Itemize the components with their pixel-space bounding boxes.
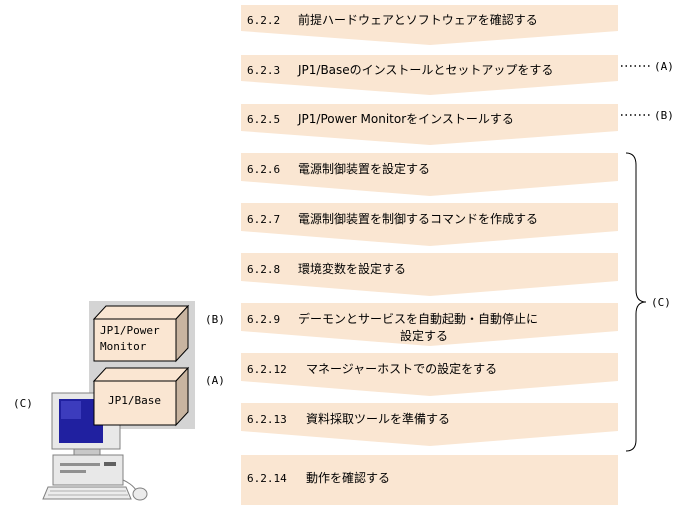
svg-text:6.2.9: 6.2.9 [247, 313, 280, 326]
svg-text:6.2.8: 6.2.8 [247, 263, 280, 276]
step-7-text: デーモンとサービスを自動起動・自動停止に [298, 311, 538, 326]
step-3-text: JP1/Power Monitorをインストールする [297, 112, 514, 126]
svg-text:6.2.12: 6.2.12 [247, 363, 287, 376]
annotation-a-label: (A) [654, 60, 674, 73]
step-shape-9 [241, 403, 618, 446]
step-7-number: 6.2.9 [247, 313, 280, 326]
computer-label-c: (C) [13, 397, 33, 410]
step-1-number: 6.2.2 [247, 14, 280, 27]
step-4-number: 6.2.6 [247, 163, 280, 176]
step-8-number: 6.2.12 [247, 363, 287, 376]
step-shape-3 [241, 104, 618, 145]
step-labels: 6.2.2 前提ハードウェアとソフトウェアを確認する 6.2.3 JP1/Bas… [247, 12, 553, 485]
step-shape-10 [241, 455, 618, 505]
step-4-text: 電源制御装置を設定する [298, 161, 430, 176]
step-shape-6 [241, 253, 618, 296]
svg-text:6.2.2: 6.2.2 [247, 14, 280, 27]
computer-illustration: JP1/Power Monitor JP1/Base (B) (A) (C) [13, 301, 225, 501]
step-shape-1 [241, 5, 618, 45]
svg-text:6.2.14: 6.2.14 [247, 472, 287, 485]
step-shape-5 [241, 203, 618, 246]
annotation-c-brace [625, 152, 647, 452]
step-9-text: 資料採取ツールを準備する [306, 411, 450, 426]
step-shape-7 [241, 303, 618, 346]
step-9-number: 6.2.13 [247, 413, 287, 426]
step-6-text: 環境変数を設定する [298, 261, 406, 276]
computer-label-a: (A) [205, 374, 225, 387]
jp1-base-label: JP1/Base [108, 394, 161, 407]
step-10-number: 6.2.14 [247, 472, 287, 485]
annotations: (A) (B) (C) [621, 60, 674, 452]
power-monitor-box: JP1/Power Monitor [92, 304, 190, 363]
step-6-number: 6.2.8 [247, 263, 280, 276]
system-unit-icon [52, 454, 124, 486]
step-10-text: 動作を確認する [306, 470, 390, 485]
computer-label-b: (B) [205, 313, 225, 326]
step-7-text-line2: 設定する [400, 328, 448, 343]
svg-text:6.2.13: 6.2.13 [247, 413, 287, 426]
svg-text:6.2.5: 6.2.5 [247, 113, 280, 126]
mouse-icon [122, 479, 148, 501]
step-shape-8 [241, 353, 618, 396]
step-2-number: 6.2.3 [247, 64, 280, 77]
step-shape-4 [241, 153, 618, 196]
step-8-text: マネージャーホストでの設定をする [306, 361, 497, 376]
keyboard-icon [42, 486, 132, 500]
annotation-b-label: (B) [654, 109, 674, 122]
power-monitor-line2: Monitor [100, 340, 147, 353]
annotation-c-label: (C) [651, 296, 671, 309]
power-monitor-line1: JP1/Power [100, 324, 160, 337]
step-5-number: 6.2.7 [247, 213, 280, 226]
svg-text:6.2.6: 6.2.6 [247, 163, 280, 176]
step-2-text: JP1/Baseのインストールとセットアップをする [297, 63, 553, 77]
svg-text:6.2.7: 6.2.7 [247, 213, 280, 226]
step-5-text: 電源制御装置を制御するコマンドを作成する [298, 211, 538, 226]
svg-text:6.2.3: 6.2.3 [247, 64, 280, 77]
step-shape-2 [241, 55, 618, 95]
step-3-number: 6.2.5 [247, 113, 280, 126]
step-shapes [241, 5, 618, 505]
step-1-text: 前提ハードウェアとソフトウェアを確認する [298, 12, 538, 27]
jp1-base-box: JP1/Base [92, 366, 190, 427]
